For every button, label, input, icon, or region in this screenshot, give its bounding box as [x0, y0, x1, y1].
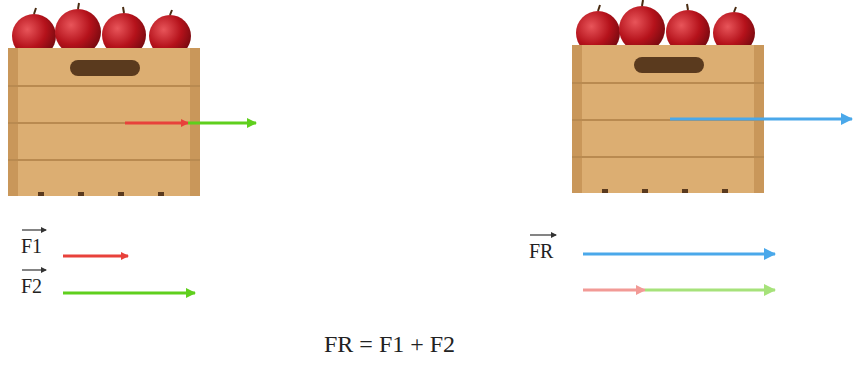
- force-symbol: FR: [529, 241, 553, 261]
- force-symbol: F1: [21, 236, 42, 256]
- force-symbol: F2: [21, 276, 42, 296]
- equation: FR = F1 + F2: [324, 332, 455, 356]
